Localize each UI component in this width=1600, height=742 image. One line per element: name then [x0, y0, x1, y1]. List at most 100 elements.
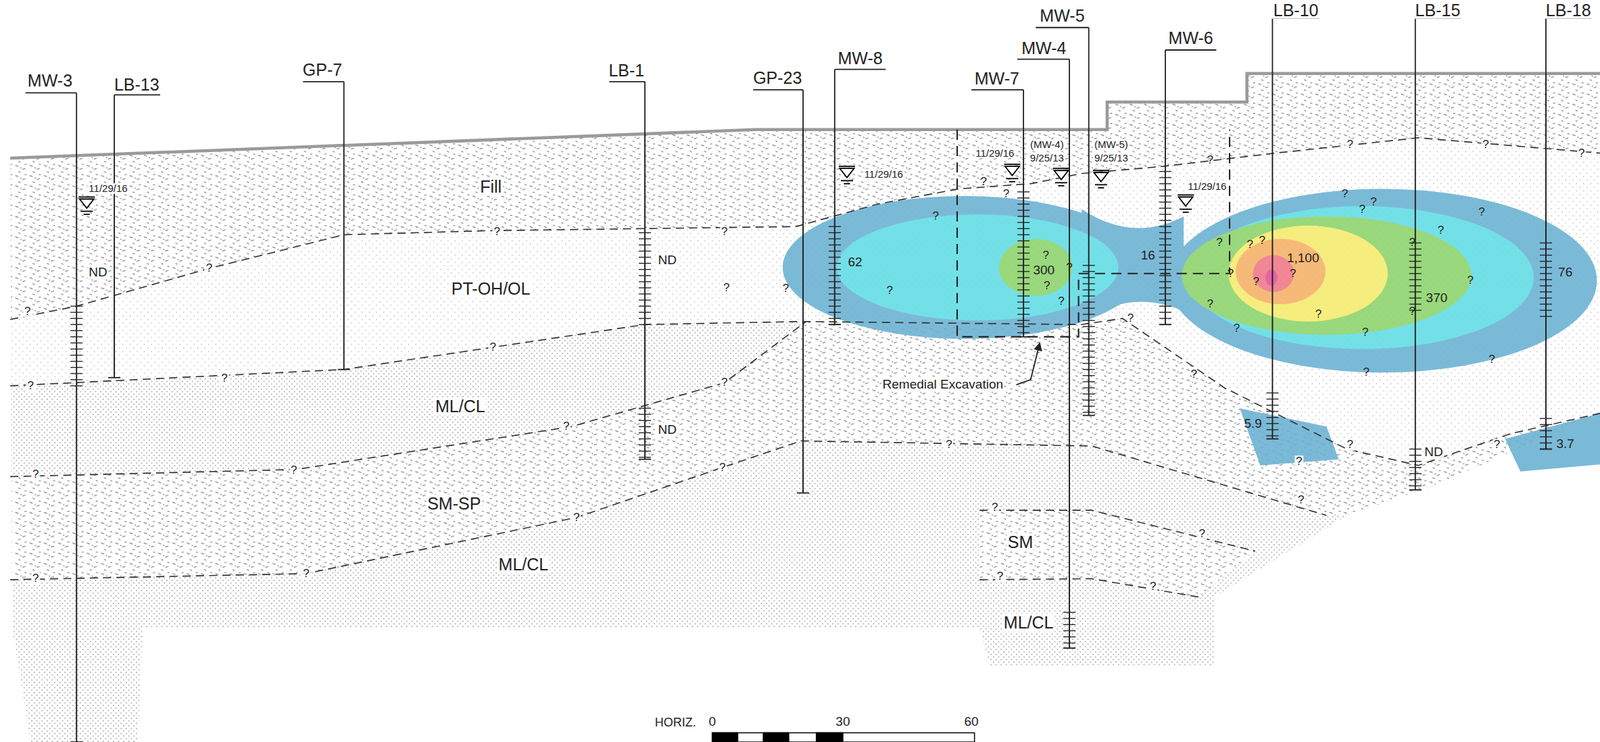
boring-log	[1017, 234, 1030, 236]
boring-log	[1159, 311, 1172, 313]
boring-log	[1017, 191, 1030, 192]
boring-log	[638, 458, 651, 461]
boring-log	[1017, 283, 1030, 284]
uncertain-mark: ?	[1214, 237, 1224, 250]
uncertain-mark: ?	[1205, 154, 1215, 167]
boring-log	[1159, 232, 1172, 234]
boring-log	[1271, 73, 1273, 440]
soil-layers	[979, 510, 1256, 597]
soil-unit-label: Fill	[478, 177, 503, 196]
boring-log	[343, 148, 345, 370]
boring-log	[70, 385, 83, 386]
uncertain-mark: ?	[1368, 196, 1378, 209]
uncertain-mark: ?	[1436, 224, 1446, 237]
boring-log	[1063, 612, 1076, 614]
excavation-outline	[957, 129, 1230, 338]
uncertain-mark: ?	[1251, 275, 1261, 288]
boring-log	[638, 444, 651, 446]
uncertain-mark: ?	[492, 225, 501, 238]
boring-log	[638, 456, 651, 458]
boring-log	[113, 94, 115, 159]
boring-log	[1159, 299, 1172, 301]
boring-log	[1409, 485, 1422, 487]
boring-log	[1414, 18, 1417, 74]
boring-log	[828, 256, 841, 258]
boring-log	[1035, 27, 1089, 29]
uncertain-mark: ?	[721, 281, 731, 295]
boring-log	[1159, 269, 1172, 270]
boring-log	[638, 324, 651, 326]
boring-log	[1063, 630, 1076, 632]
boring-log	[1266, 429, 1279, 430]
boring-log	[828, 323, 841, 326]
boring-log	[1017, 222, 1030, 224]
ground-surface	[10, 73, 1600, 159]
boring-log	[70, 305, 83, 307]
boring-log	[1539, 316, 1553, 318]
concentration-value: 5.9	[1243, 417, 1264, 431]
uncertain-mark: ?	[31, 572, 40, 585]
boring-log	[1017, 258, 1030, 260]
layer-contact	[10, 321, 806, 478]
boring-log	[638, 269, 651, 270]
scale-bar	[816, 732, 843, 742]
boring-log	[1082, 362, 1096, 364]
soil-unit-label: ML/CL	[433, 397, 487, 416]
concentration-plume	[999, 238, 1073, 297]
uncertain-mark: ?	[1232, 322, 1242, 335]
boring-log	[1082, 264, 1096, 266]
uncertain-mark: ?	[1481, 139, 1490, 152]
boring-log	[828, 238, 841, 240]
soil-unit-label: SM-SP	[425, 494, 482, 512]
water-level-symbol	[838, 165, 856, 167]
boring-log	[828, 262, 841, 264]
boring-log	[70, 318, 83, 320]
uncertain-mark: ?	[488, 341, 497, 354]
boring-log	[1539, 303, 1553, 305]
water-level-symbol	[843, 183, 850, 185]
boring-log	[1017, 197, 1030, 199]
well-id: MW-3	[26, 71, 74, 90]
boring-log	[1409, 279, 1422, 280]
boring-log	[70, 379, 83, 380]
leader-line	[1016, 342, 1041, 385]
uncertain-mark: ?	[719, 376, 729, 389]
concentration-value: ND	[1422, 445, 1444, 459]
uncertain-mark: ?	[1226, 267, 1235, 280]
boring-log	[1539, 424, 1553, 426]
boring-log	[1082, 381, 1096, 382]
boring-log	[1017, 203, 1030, 205]
boring-log	[638, 256, 651, 258]
boring-log	[1159, 318, 1172, 320]
layer-contact	[10, 137, 1600, 598]
boring-log	[1159, 238, 1172, 240]
boring-log	[638, 432, 651, 434]
boring-log	[638, 250, 651, 252]
well-id: LB-18	[1544, 1, 1593, 19]
water-level-symbol	[1182, 211, 1190, 213]
boring-log	[1017, 326, 1030, 328]
boring-log	[1017, 277, 1030, 278]
water-level-symbol	[840, 179, 854, 182]
water-level-date: (MW-4)	[1028, 139, 1066, 151]
water-level-symbol	[1093, 169, 1110, 172]
boring-log	[70, 342, 83, 344]
water-level-symbol	[1178, 196, 1194, 207]
uncertain-mark: ?	[1288, 267, 1298, 280]
scale-label: 0	[707, 715, 718, 729]
uncertain-mark: ?	[1042, 279, 1052, 293]
boring-log	[1159, 281, 1172, 282]
concentration-plume	[1168, 188, 1597, 373]
boring-log	[828, 250, 841, 252]
boring-log	[1159, 262, 1172, 264]
uncertain-mark: ?	[1001, 187, 1011, 201]
boring-log	[1063, 624, 1076, 626]
boring-log	[1409, 303, 1422, 305]
water-level-symbol	[1005, 177, 1018, 180]
boring-log	[70, 330, 83, 332]
boring-log	[638, 305, 651, 307]
boring-log	[638, 318, 651, 320]
boring-log	[1539, 267, 1553, 268]
